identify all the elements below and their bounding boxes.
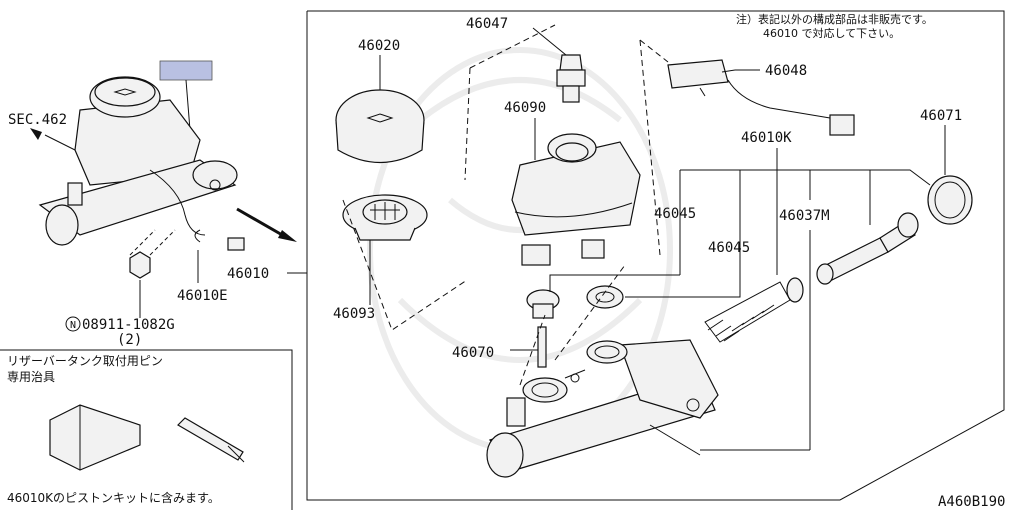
seal-46071: [927, 125, 973, 225]
label-46093: 46093: [333, 306, 375, 322]
label-46090: 46090: [504, 100, 546, 116]
strainer-46093: [342, 24, 661, 331]
arrow-icon: [278, 230, 297, 242]
master-cylinder-body: [486, 264, 810, 478]
label-46045-b: 46045: [708, 240, 750, 256]
tool-jig: [49, 404, 245, 471]
pin-46070: [510, 326, 547, 368]
label-46047: 46047: [466, 16, 508, 32]
piston-kit: [704, 148, 919, 450]
label-46037M: 46037M: [779, 208, 830, 224]
label-46070: 46070: [452, 345, 494, 361]
label-46010K: 46010K: [741, 130, 792, 146]
note-top-line2: 46010 で対応して下さい。: [763, 26, 900, 40]
label-46048: 46048: [765, 63, 807, 79]
reservoir-cap-46020: [335, 55, 425, 164]
main-frame: [306, 10, 1005, 501]
label-46045-a: 46045: [654, 206, 696, 222]
figure-id: A460B190: [938, 494, 1005, 510]
note-bottom: 46010Kのピストンキットに含みます。: [7, 490, 220, 505]
plug-46047: [532, 27, 586, 103]
highlight-marker: [159, 60, 213, 81]
grommet-46045-a: [526, 289, 560, 319]
master-cylinder-assembly-small: [30, 60, 297, 318]
note-tool-line2: 専用治具: [7, 370, 55, 384]
reservoir-tank-46090: [511, 118, 641, 266]
label-nut-number: 08911-1082G: [82, 317, 175, 333]
label-46020: 46020: [358, 38, 400, 54]
note-top-line1: 注）表記以外の構成部品は非販売です。: [736, 12, 933, 26]
tool-frame: [0, 349, 293, 510]
label-46071: 46071: [920, 108, 962, 124]
note-tool-line1: リザーバータンク取付用ピン: [7, 354, 163, 368]
n-circle-icon: [65, 316, 81, 332]
sensor-46048: [639, 39, 855, 136]
kit-bracket: [549, 169, 931, 298]
label-46010E: 46010E: [177, 288, 228, 304]
label-sec-462: SEC.462: [8, 112, 67, 128]
label-nut-qty: (2): [117, 332, 142, 348]
label-46010: 46010: [227, 266, 269, 282]
label-nut-circle: N: [70, 320, 76, 331]
grommet-46045-b: [586, 285, 624, 309]
